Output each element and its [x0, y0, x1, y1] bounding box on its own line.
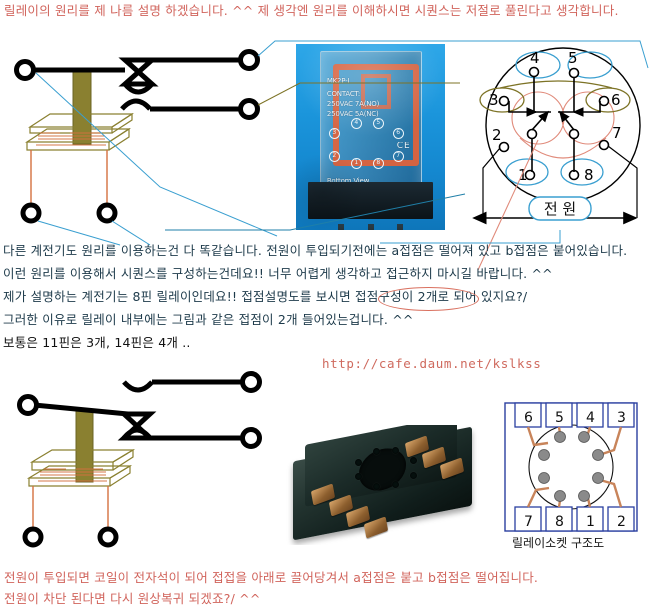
pin-label-7: 7 [612, 124, 622, 142]
body-line-1: 다른 계전기도 원리를 이용하는건 다 똑같습니다. 전원이 투입되기전에는 a… [3, 243, 628, 258]
relay-photo-highlight-overlay [296, 44, 445, 230]
footer-line-2: 전원이 차단 된다면 다시 원상복귀 되겠죠?/ ^^ [4, 591, 261, 606]
socket-photo-pinhole [355, 458, 363, 466]
socket-label-7: 7 [524, 514, 533, 530]
relay-photo: MK2P-I CONTACT: 250VAC 7A(NO) 250VAC 5A(… [296, 44, 445, 230]
relay-schematic-deenergized [14, 49, 260, 224]
relay-photo-pin-7: 7 [392, 151, 404, 163]
body-line-4: 그러한 이유로 릴레이 내부에는 그림과 같은 접점이 2개 들어있는겁니다. … [3, 312, 414, 327]
socket-photo-pinhole [372, 447, 380, 455]
relay-schematic-energized [17, 371, 262, 548]
socket-label-5: 5 [555, 410, 564, 426]
socket-photo-pinhole [355, 473, 363, 480]
socket-photo-pinhole [392, 481, 400, 489]
socket-photo-pinhole [392, 446, 400, 454]
socket-label-4: 4 [586, 410, 595, 426]
relay-photo-rating-nc: 250VAC 5A(NC) [327, 110, 417, 118]
body-line-3: 제가 설명하는 계전기는 8핀 릴레이인데요!! 접점설명도를 보시면 접점구성… [3, 289, 528, 304]
pin-label-3: 3 [489, 91, 499, 109]
socket-photo-pinhole [409, 471, 417, 479]
pin-label-4: 4 [530, 49, 540, 67]
socket-photo-pinhole [409, 457, 417, 465]
pin-label-1: 1 [518, 166, 528, 184]
relay-photo-pin-3: 3 [328, 127, 340, 139]
pin-label-2: 2 [492, 126, 502, 144]
socket-photo [285, 425, 480, 545]
pin-label-5: 5 [568, 49, 578, 67]
relay-photo-pin-1: 1 [350, 158, 362, 170]
source-url[interactable]: http://cafe.daum.net/kslkss [322, 356, 542, 371]
relay-photo-bottomview-text: Bottom View [327, 177, 417, 185]
pin-label-8: 8 [584, 166, 594, 184]
pin-label-6: 6 [611, 91, 621, 109]
socket-label-1: 1 [586, 514, 595, 530]
socket-structure-diagram: 6 5 4 3 7 8 1 2 [504, 402, 638, 532]
relay-photo-pin-6: 6 [392, 127, 404, 139]
socket-label-3: 3 [617, 410, 626, 426]
relay-photo-pin-4: 4 [350, 117, 362, 129]
socket-label-6: 6 [524, 410, 533, 426]
relay-photo-ce-mark: CE [397, 142, 445, 150]
power-source-label: 전 원 [543, 200, 577, 218]
socket-label-2: 2 [617, 514, 626, 530]
body-line-5: 보통은 11핀은 3개, 14핀은 4개 .. [3, 335, 191, 350]
body-line-2: 이런 원리를 이용해서 시퀀스를 구성하는건데요!! 너무 어렵게 생각하고 접… [3, 266, 553, 281]
socket-diagram-caption: 릴레이소켓 구조도 [512, 536, 605, 550]
relay-photo-pin-8: 8 [372, 158, 384, 170]
socket-label-8: 8 [555, 514, 564, 530]
footer-line-1: 전원이 투입되면 코일이 전자석이 되어 접접을 아래로 끌어당겨서 a접점은 … [4, 570, 539, 585]
relay-photo-body: MK2P-I CONTACT: 250VAC 7A(NO) 250VAC 5A(… [319, 51, 422, 199]
relay-photo-pin-2: 2 [328, 151, 340, 163]
relay-photo-pin-5: 5 [372, 117, 384, 129]
socket-photo-pinhole [372, 482, 380, 490]
headline-line-1: 릴레이의 원리를 제 나름 설명 하겠습니다. ^^ 제 생각엔 원리를 이해하… [4, 3, 619, 18]
relay-photo-model-text: MK2P-I [327, 77, 417, 85]
